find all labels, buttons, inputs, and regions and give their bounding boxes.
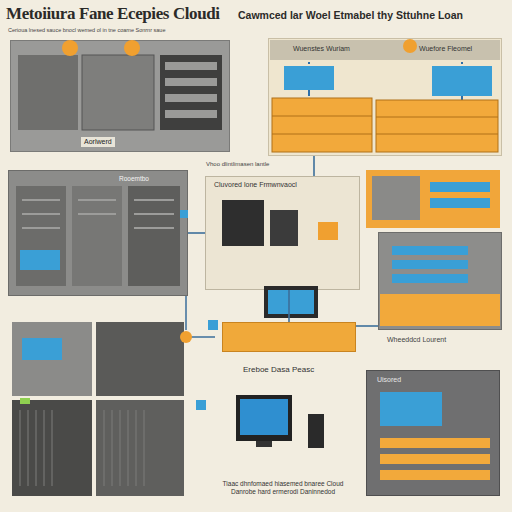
server-rack [12, 322, 92, 396]
rack-shelf [165, 62, 217, 70]
header-bar [270, 40, 500, 60]
screen-panel [284, 66, 334, 90]
monitor [236, 395, 292, 441]
server-rack [18, 55, 78, 130]
note-label: Cerioua lnesed sauce bnocl wemed ol in t… [8, 27, 165, 33]
screen-panel [430, 182, 490, 192]
server-rack [82, 55, 154, 130]
panel-box: Ereboe Dasa Peasc [222, 322, 356, 352]
port-square [208, 320, 218, 330]
connector-line [356, 325, 378, 327]
monitor-stand [256, 441, 272, 447]
icon-circle [180, 331, 192, 343]
orange-stripe [380, 454, 490, 464]
connector-line [188, 232, 205, 234]
screen-panel [432, 66, 492, 96]
note-label: Vhoo dlintlimasen lantle [206, 161, 269, 168]
server-rack [96, 400, 184, 496]
monitor [264, 286, 318, 318]
screen-panel [380, 392, 442, 426]
drive-slice [392, 246, 468, 255]
screen-panel [20, 250, 60, 270]
page-title: Metoiiura Fane Ecepies Cloudi [6, 4, 220, 24]
rack-shelf [165, 78, 217, 86]
panel-label: Rooemtbo [119, 175, 149, 182]
orange-panel [366, 170, 500, 228]
panel-label: Aorlwerd [81, 137, 115, 147]
rack-shelf [165, 94, 217, 102]
orange-stripe [380, 438, 490, 448]
orange-stripe [380, 470, 490, 480]
server-tower [222, 200, 264, 246]
server-rack [96, 322, 184, 396]
drive-slice [392, 260, 468, 269]
server-tower [270, 210, 298, 246]
monitor-screen [240, 399, 288, 435]
port-square [180, 210, 188, 218]
panel-label: Wuefore Fleomel [419, 45, 472, 53]
icon-circle [403, 39, 417, 53]
panel-label: Wuenstes Wuriam [293, 45, 350, 53]
rack-grille [20, 410, 144, 486]
connector-line [313, 156, 315, 176]
orange-block [380, 294, 500, 326]
panel-label: Ereboe Dasa Peasc [243, 365, 314, 374]
rack-shelf [22, 200, 174, 228]
rack-shelf [165, 110, 217, 118]
monitor-screen [268, 290, 314, 314]
storage-box [318, 222, 338, 240]
cabinet [372, 176, 420, 220]
panel-label: Cluvored lone Frmwnvaocl [214, 181, 297, 189]
drawer-line [272, 116, 498, 134]
icon-circle [124, 40, 140, 56]
drive-slice [392, 274, 468, 283]
panel-label: Wheeddcd Lourent [387, 336, 446, 344]
status-light [20, 398, 30, 404]
note-label: Cawmced lar Woel Etmabel thy Sttuhne Loa… [238, 9, 463, 21]
connector-line [288, 290, 290, 322]
caption-text: Tiaac dhnfomaed hiasemed bnaree Cloud Da… [212, 480, 354, 496]
cabinet [272, 98, 372, 152]
screen-panel [430, 198, 490, 208]
wire [186, 296, 215, 337]
icon-circle [62, 40, 78, 56]
port-square [196, 400, 206, 410]
cabinet [376, 100, 498, 152]
pc-tower [308, 414, 324, 448]
panel-label: Uisored [377, 376, 401, 384]
screen-panel [22, 338, 62, 360]
server-rack [160, 55, 222, 130]
